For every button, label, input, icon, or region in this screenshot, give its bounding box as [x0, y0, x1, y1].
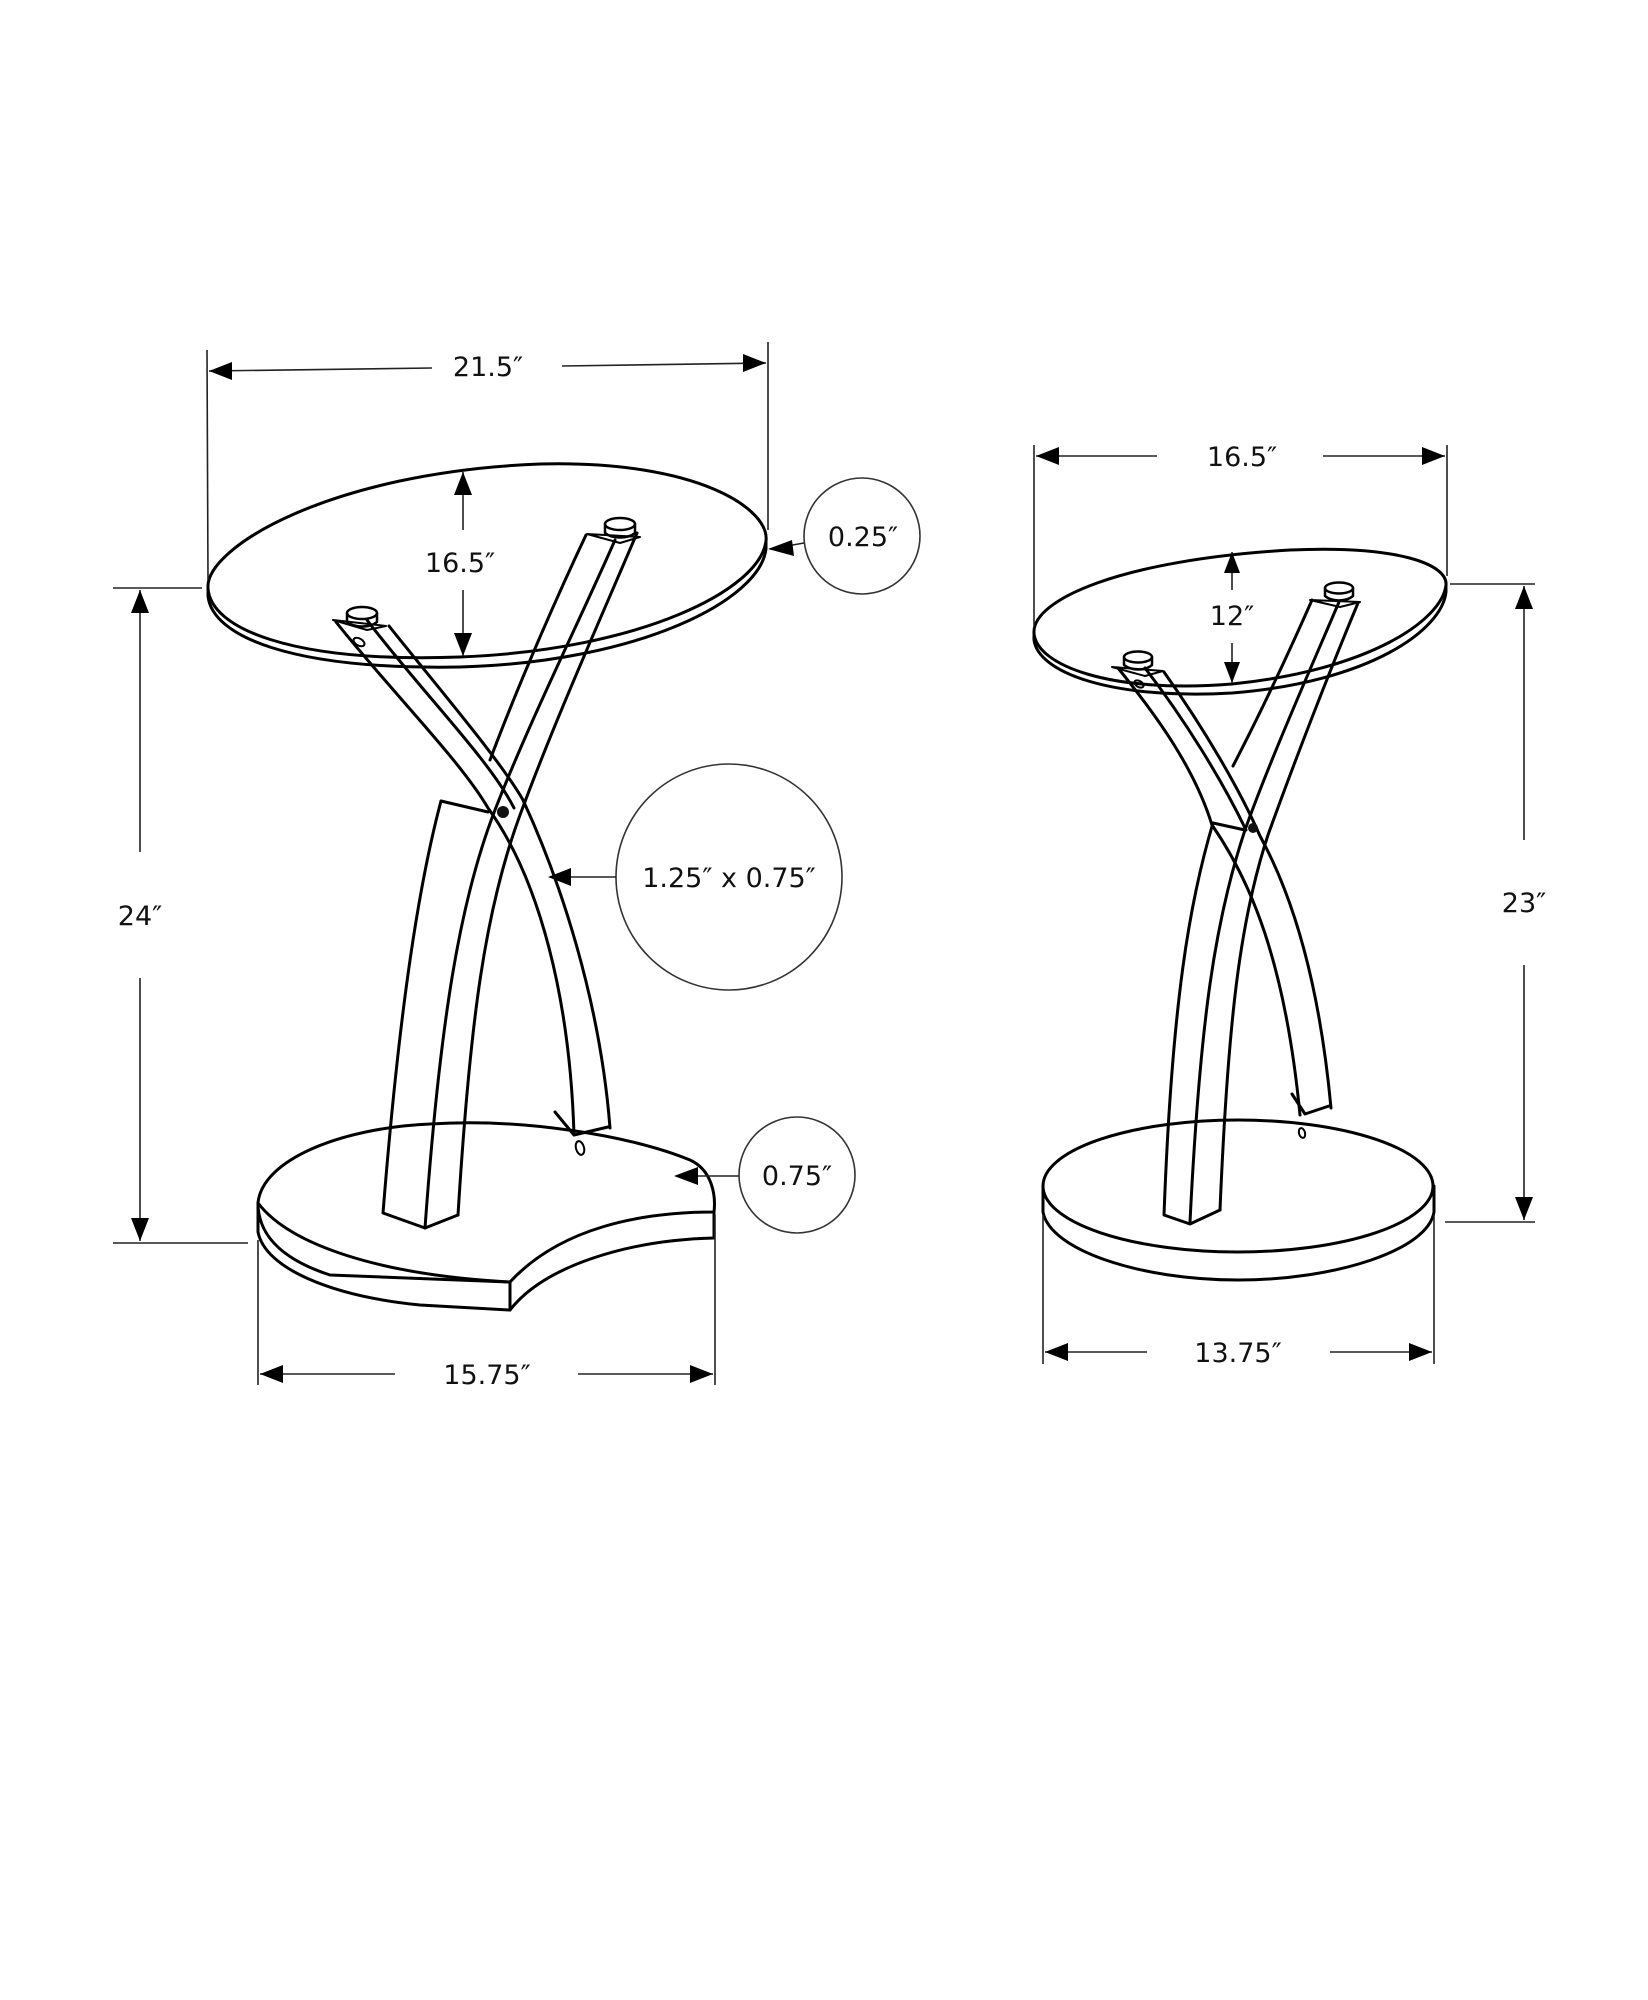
- base-thickness-callout: 0.75″: [674, 1116, 856, 1234]
- small-table-legs: [1111, 581, 1361, 1226]
- large-table-base: [256, 1121, 716, 1312]
- small-top-width-label: 16.5″: [1207, 442, 1277, 473]
- large-table-dimensions: 21.5″ 16.5″ 24″ 15.75″: [113, 342, 769, 1391]
- leg-profile-callout: 1.25″ x 0.75″: [548, 763, 843, 991]
- bolt-icon: [497, 806, 509, 818]
- large-base-width-label: 15.75″: [443, 1360, 530, 1391]
- base-thickness-label: 0.75″: [762, 1161, 832, 1192]
- large-height-label: 24″: [118, 901, 162, 932]
- small-table-drawing: [1032, 547, 1448, 1282]
- leg-profile-label: 1.25″ x 0.75″: [642, 863, 816, 894]
- small-top-depth-label: 12″: [1210, 601, 1254, 632]
- bolt-icon: [1248, 823, 1258, 833]
- small-table-base: [1041, 1118, 1436, 1282]
- small-height-label: 23″: [1502, 888, 1546, 919]
- glass-thickness-label: 0.25″: [828, 522, 898, 553]
- small-base-width-label: 13.75″: [1194, 1338, 1281, 1369]
- large-table-drawing: [206, 462, 768, 1312]
- large-top-depth-label: 16.5″: [425, 548, 495, 579]
- large-table-glass-top: [206, 462, 768, 669]
- large-top-width-label: 21.5″: [453, 352, 523, 383]
- large-table-legs: [332, 516, 641, 1230]
- small-table-glass-top: [1032, 547, 1448, 696]
- glass-thickness-callout: 0.25″: [768, 477, 921, 595]
- small-table-dimensions: 16.5″ 12″ 23″ 13.75″: [1033, 442, 1546, 1369]
